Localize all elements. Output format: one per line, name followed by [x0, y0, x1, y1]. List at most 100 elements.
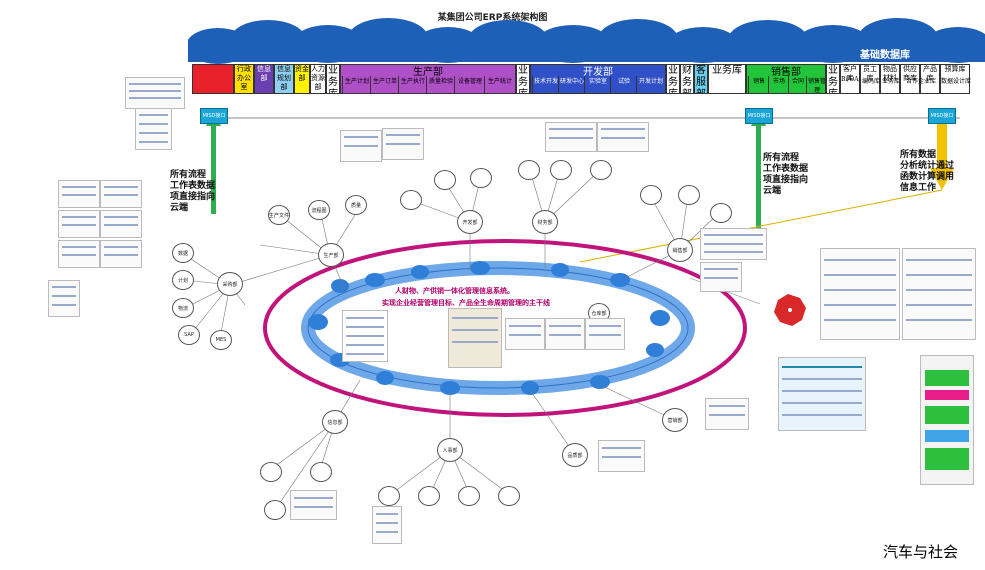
sub-right-1: 编码库	[860, 76, 881, 94]
doc-thumbnail	[342, 310, 388, 362]
dept-dev: 开发部	[530, 64, 666, 94]
dept-hr: 人力资源部	[310, 64, 326, 94]
sat-node	[590, 160, 612, 180]
sat-node	[400, 190, 422, 210]
annotation-right-1: 所有流程 工作表数据 项直接指向 云端	[763, 153, 809, 196]
sub-dev-4: 开发计划	[636, 76, 665, 94]
dept-db-2: 业务库	[516, 64, 530, 94]
doc-thumbnail	[135, 108, 172, 150]
sub-right-4: 数据设计库	[940, 76, 971, 94]
sub-dev-0: 技术开发	[532, 76, 559, 94]
doc-thumbnail	[372, 506, 402, 544]
dept-finance: 资金部	[294, 64, 310, 94]
sat-node: 流程图	[308, 200, 330, 220]
dept-finance2: 财务部	[680, 64, 694, 94]
sat-node	[378, 486, 400, 506]
doc-thumbnail	[598, 440, 645, 472]
doc-thumbnail	[100, 210, 142, 238]
dept-red-block	[192, 64, 234, 94]
sat-node	[498, 486, 520, 506]
sub-sales-3: 销售管理	[806, 76, 826, 94]
sub-right-0: Bi/OA/PLM	[840, 76, 861, 94]
sub-dev-1: 研发中心	[558, 76, 585, 94]
misd-interface-left: MISD接口	[200, 108, 228, 124]
sub-prod-5: 生产统计	[484, 76, 515, 94]
hub-quality: 品质部	[562, 443, 588, 467]
dept-office: 行政办公室	[234, 64, 254, 94]
sub-sales-2: 合同	[788, 76, 807, 94]
sub-sales-0: 销售	[748, 76, 769, 94]
hub-hr: 人事部	[437, 438, 463, 462]
report-table	[778, 357, 866, 431]
sub-dev-3: 试验	[610, 76, 637, 94]
sub-prod-2: 生产执行	[398, 76, 427, 94]
doc-thumbnail	[545, 318, 585, 350]
doc-thumbnail	[448, 308, 502, 368]
sat-node	[458, 486, 480, 506]
sat-node: 质量	[345, 195, 367, 215]
misd-interface-right: MISD接口	[928, 108, 956, 124]
sat-node	[550, 160, 572, 180]
dept-production: 生产部	[340, 64, 516, 94]
db-budget: 预算库	[940, 64, 970, 94]
sat-node	[710, 203, 732, 223]
sat-node: 物流	[172, 298, 194, 318]
cloud-banner	[188, 18, 985, 64]
hub-production: 生产部	[318, 243, 344, 267]
doc-thumbnail	[58, 240, 100, 268]
doc-thumbnail	[505, 318, 545, 350]
doc-thumbnail	[700, 228, 767, 260]
sub-right-3: 合作企业库	[900, 76, 941, 94]
sat-node	[260, 462, 282, 482]
dept-info-plan: 信息规划部	[274, 64, 294, 94]
sub-prod-0: 生产计划	[342, 76, 371, 94]
db-product: 产品库	[920, 64, 940, 94]
annotation-right-2: 所有数据 分析统计通过 函数计算调用 信息工作	[900, 150, 955, 193]
doc-thumbnail	[382, 128, 424, 160]
report-thumbnail	[902, 248, 976, 340]
dept-db-4: 业务库	[708, 64, 746, 94]
ring-text-1: 人财物、产供销一体化管理信息系统。	[395, 287, 514, 295]
sat-node	[418, 486, 440, 506]
doc-thumbnail	[125, 77, 185, 109]
hub-dev: 开发部	[457, 210, 483, 234]
doc-thumbnail	[700, 262, 742, 292]
report-color-sheet	[920, 355, 974, 485]
doc-thumbnail	[290, 490, 337, 520]
dept-customer: 客服部	[694, 64, 708, 94]
sat-node	[518, 160, 540, 180]
sat-node	[310, 462, 332, 482]
page-title: 某集团公司ERP系统架构图	[437, 13, 548, 23]
sub-prod-4: 设备管理	[454, 76, 485, 94]
sat-node: 生产文件	[268, 205, 290, 225]
ring-text-2: 实现企业经营管理目标、产品全生命周期管理的主干线	[382, 299, 550, 307]
hub-finance: 财务部	[532, 210, 558, 234]
sat-node	[640, 185, 662, 205]
sat-node	[678, 185, 700, 205]
doc-thumbnail	[597, 122, 649, 152]
sub-dev-2: 实验室	[584, 76, 611, 94]
sat-node: 计划	[172, 270, 194, 290]
misd-interface-mid: MISD接口	[745, 108, 773, 124]
sat-node: SAP	[178, 325, 200, 345]
sat-node	[264, 500, 286, 520]
report-thumbnail	[820, 248, 900, 340]
doc-thumbnail	[48, 280, 80, 317]
sub-sales-1: 市场	[768, 76, 789, 94]
doc-thumbnail	[340, 130, 382, 162]
doc-thumbnail	[100, 180, 142, 208]
sub-right-2: 业务库	[880, 76, 901, 94]
dept-info: 信息部	[254, 64, 274, 94]
dept-db-1: 业务库	[326, 64, 340, 94]
sat-node	[470, 168, 492, 188]
database-label: 基础数据库	[860, 50, 910, 61]
dept-sales: 销售部	[746, 64, 826, 94]
doc-thumbnail	[58, 210, 100, 238]
sat-node	[434, 170, 456, 190]
dept-db-3: 业务库	[666, 64, 680, 94]
doc-thumbnail	[58, 180, 100, 208]
sub-prod-1: 生产订单	[370, 76, 399, 94]
annotation-left: 所有流程 工作表数据 项直接指向 云端	[170, 170, 216, 213]
doc-thumbnail	[705, 398, 749, 430]
